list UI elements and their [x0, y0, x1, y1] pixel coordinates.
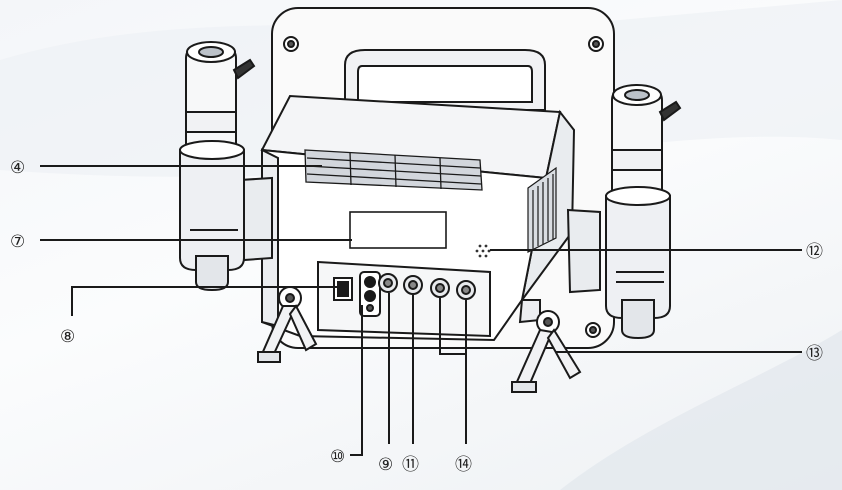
callout-4: ④	[10, 158, 25, 178]
leader-lines	[40, 165, 802, 456]
background-swoosh	[560, 330, 842, 490]
speaker-holes	[475, 244, 491, 258]
callout-labels: ④ ⑦ ⑧ ⑩ ⑨ ⑪ ⑭ ⑫ ⑬	[10, 158, 823, 475]
leader-line-14	[439, 298, 467, 355]
top-vent	[304, 149, 483, 191]
callout-13: ⑬	[806, 344, 823, 364]
callout-11: ⑪	[402, 455, 419, 475]
label-plate	[349, 211, 447, 249]
leader-line-8	[71, 286, 340, 316]
connector-panel	[317, 260, 491, 338]
callout-14: ⑭	[455, 455, 472, 475]
callout-9: ⑨	[378, 455, 393, 475]
callout-12: ⑫	[806, 242, 823, 262]
right-stand-leg	[511, 310, 582, 393]
callout-8: ⑧	[60, 327, 75, 347]
leader-line-10	[350, 305, 363, 456]
callout-7: ⑦	[10, 232, 25, 252]
callout-10: ⑩	[330, 447, 345, 467]
left-stand-leg	[257, 286, 318, 363]
